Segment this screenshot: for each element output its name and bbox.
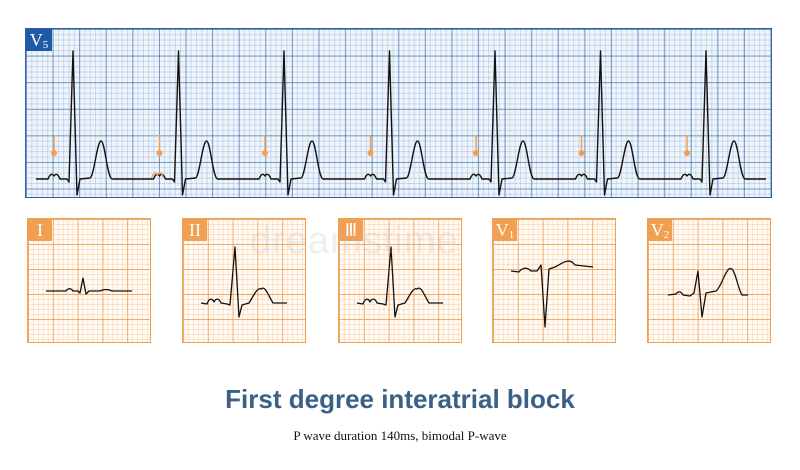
v5-ecg-trace — [36, 50, 766, 196]
lead-label-iii: Ⅲ — [339, 219, 363, 241]
p-wave-marker-dot — [262, 150, 268, 156]
bimodal-p-wave-highlight — [150, 171, 165, 179]
p-wave-marker-dot — [578, 150, 585, 156]
lead-v1-ecg-trace — [510, 260, 594, 328]
lead-panel-v2: V2 — [647, 218, 771, 343]
v5-rhythm-strip: V5 — [25, 28, 772, 198]
panel-ecg-waveform — [200, 246, 287, 318]
p-wave-marker-dot — [51, 150, 57, 156]
lead-label-v5: V5 — [26, 29, 52, 51]
lead-ii-ecg-trace — [200, 246, 287, 318]
lead-panel-iii: Ⅲ — [338, 218, 462, 343]
p-wave-marker-dot — [473, 150, 479, 156]
lead-label-v2: V2 — [648, 219, 672, 241]
p-wave-marker-dot — [156, 150, 163, 156]
lead-label-ii: II — [183, 219, 207, 241]
figure-title: First degree interatrial block — [225, 384, 575, 414]
watermark: dreamstime — [250, 220, 459, 262]
panel-ecg-waveform — [356, 246, 443, 318]
panel-ecg-waveform — [667, 267, 748, 318]
lead-panel-i: I — [27, 218, 151, 343]
lead-i-ecg-trace — [46, 277, 132, 295]
p-wave-marker-dot — [684, 150, 690, 156]
lead-panel-ii: II — [182, 218, 306, 343]
lead-v2-ecg-trace — [667, 267, 748, 318]
v5-ecg-waveform — [36, 50, 766, 196]
lead-label-i: I — [28, 219, 52, 241]
lead-label-v1: V1 — [493, 219, 517, 241]
panel-ecg-waveform — [46, 277, 132, 295]
panel-ecg-waveform — [510, 260, 594, 328]
lead-iii-ecg-trace — [356, 246, 443, 318]
lead-panel-v1: V1 — [492, 218, 616, 343]
p-wave-marker-dot — [367, 150, 374, 156]
figure-subtitle: P wave duration 140ms, bimodal P-wave — [293, 428, 507, 443]
